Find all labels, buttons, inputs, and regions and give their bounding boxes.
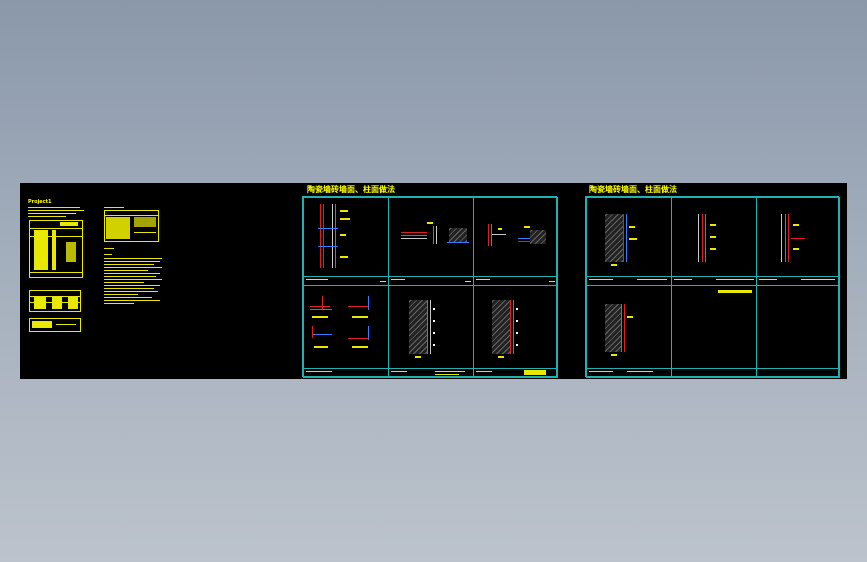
- sheet2-title: 陶瓷墙砖墙面、柱面做法: [589, 185, 677, 194]
- sheet1-frame[interactable]: [302, 196, 558, 378]
- specs-table: [29, 290, 81, 312]
- sheet2-empty-cell-2: [756, 285, 840, 378]
- sheet1-detail-1[interactable]: [303, 197, 389, 286]
- sheet1-title: 陶瓷墙砖墙面、柱面做法: [307, 185, 395, 194]
- legend-table: [29, 318, 81, 332]
- sheet2-detail-3[interactable]: [756, 197, 840, 286]
- materials-table: [29, 220, 83, 278]
- code-table: [104, 210, 159, 242]
- sheet2-detail-1[interactable]: [586, 197, 672, 286]
- sheet1-detail-5[interactable]: [388, 285, 474, 378]
- sheet2-frame[interactable]: [585, 196, 840, 378]
- sheet2-detail-2[interactable]: [671, 197, 757, 293]
- sheet1-detail-3[interactable]: [473, 197, 558, 286]
- sheet2-detail-4[interactable]: [586, 285, 672, 378]
- notes-heading: Project1: [28, 199, 52, 205]
- drawing-canvas[interactable]: Project1: [20, 183, 847, 379]
- sheet2-empty-cell-1: [671, 285, 757, 378]
- sheet1-detail-2[interactable]: [388, 197, 474, 286]
- sheet1-detail-6[interactable]: [473, 285, 558, 378]
- notes-panel: Project1: [26, 198, 166, 358]
- sheet1-detail-4[interactable]: [303, 285, 389, 378]
